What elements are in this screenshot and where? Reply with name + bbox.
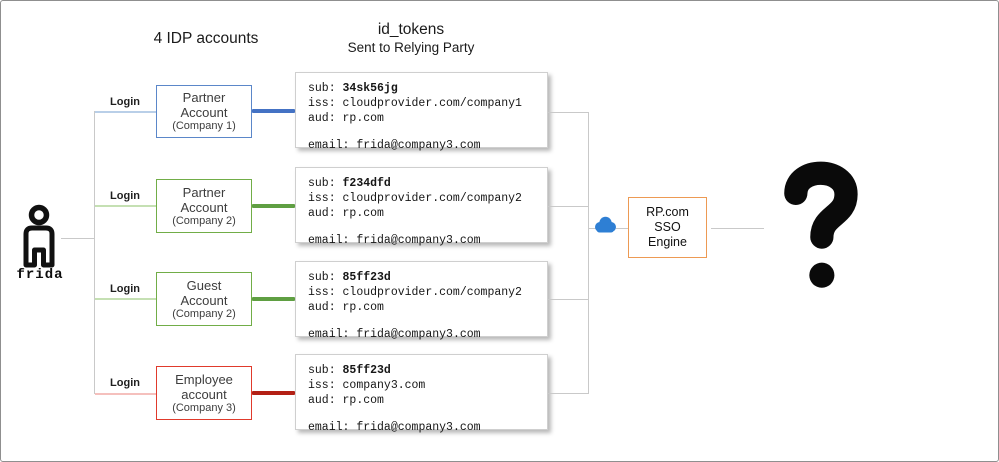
login-label: Login (110, 96, 140, 108)
token-sub-line: sub: f234dfd (308, 177, 391, 190)
person-icon (13, 202, 65, 273)
token-email-line: email: frida@company3.com (308, 234, 481, 247)
user-name-label: frida (16, 267, 64, 283)
sso-engine-line3: Engine (648, 235, 687, 249)
left-trunk-line (94, 111, 95, 394)
token-box-4: sub: 85ff23d iss: company3.com aud: rp.c… (295, 354, 548, 434)
engine-to-question-line (711, 228, 764, 229)
token-output-line (548, 112, 588, 113)
trunk-to-cloud-line (588, 228, 598, 229)
account-line1: Partner (182, 90, 226, 105)
account-line2: Account (180, 292, 228, 308)
id-tokens-title: id_tokens Sent to Relying Party (311, 21, 511, 57)
token-connector-line (252, 109, 295, 113)
account-box-partner-company1: Partner Account (Company 1) (156, 85, 252, 138)
account-line1: Guest (186, 277, 222, 293)
question-mark-icon (778, 159, 862, 296)
token-iss-line: iss: cloudprovider.com/company1 (308, 97, 522, 110)
account-line3: (Company 2) (172, 214, 236, 227)
token-connector-line (252, 204, 295, 208)
token-output-line (548, 299, 588, 300)
id-tokens-title-line1: id_tokens (377, 21, 445, 38)
account-line2: account (181, 386, 227, 402)
token-iss-line: iss: cloudprovider.com/company2 (308, 192, 522, 205)
token-email-line: email: frida@company3.com (308, 139, 481, 152)
token-box-3: sub: 85ff23d iss: cloudprovider.com/comp… (295, 261, 548, 341)
token-aud-line: aud: rp.com (308, 394, 384, 407)
login-label: Login (110, 190, 140, 202)
account-line3: (Company 3) (172, 401, 236, 414)
token-box-1: sub: 34sk56jg iss: cloudprovider.com/com… (295, 72, 548, 152)
account-box-guest-company2: Guest Account (Company 2) (156, 272, 252, 326)
login-label: Login (110, 283, 140, 295)
token-output-line (548, 206, 588, 207)
account-line3: (Company 2) (172, 307, 236, 320)
sso-engine-box: RP.com SSO Engine (628, 197, 707, 258)
login-label: Login (110, 377, 140, 389)
token-iss-line: iss: cloudprovider.com/company2 (308, 286, 522, 299)
token-aud-line: aud: rp.com (308, 207, 384, 220)
token-aud-line: aud: rp.com (308, 112, 384, 125)
sso-engine-line1: RP.com (646, 205, 689, 219)
token-iss-line: iss: company3.com (308, 379, 426, 392)
account-box-partner-company2: Partner Account (Company 2) (156, 179, 252, 233)
account-line1: Partner (182, 184, 226, 200)
account-line3: (Company 1) (172, 120, 236, 132)
token-sub-line: sub: 85ff23d (308, 271, 391, 284)
token-connector-line (252, 391, 295, 395)
token-output-line (548, 393, 588, 394)
token-email-line: email: frida@company3.com (308, 328, 481, 341)
login-line (95, 298, 156, 300)
right-trunk-line (588, 112, 589, 394)
token-connector-line (252, 297, 295, 301)
account-line2: Account (180, 199, 228, 215)
token-box-2: sub: f234dfd iss: cloudprovider.com/comp… (295, 167, 548, 247)
token-email-line: email: frida@company3.com (308, 421, 481, 434)
sso-engine-line2: SSO (654, 220, 681, 234)
account-box-employee-company3: Employee account (Company 3) (156, 366, 252, 420)
token-aud-line: aud: rp.com (308, 301, 384, 314)
login-line (95, 111, 156, 113)
account-line2: Account (180, 105, 228, 120)
token-sub-line: sub: 85ff23d (308, 364, 391, 377)
cloud-to-engine-line (616, 228, 628, 229)
token-sub-line: sub: 34sk56jg (308, 82, 398, 95)
account-line1: Employee (175, 371, 233, 387)
cloud-icon (593, 216, 617, 239)
login-line (95, 205, 156, 207)
login-line (95, 393, 156, 395)
idp-accounts-title: 4 IDP accounts (153, 30, 259, 47)
id-tokens-title-line2: Sent to Relying Party (347, 40, 475, 55)
person-connector-line (61, 238, 94, 239)
